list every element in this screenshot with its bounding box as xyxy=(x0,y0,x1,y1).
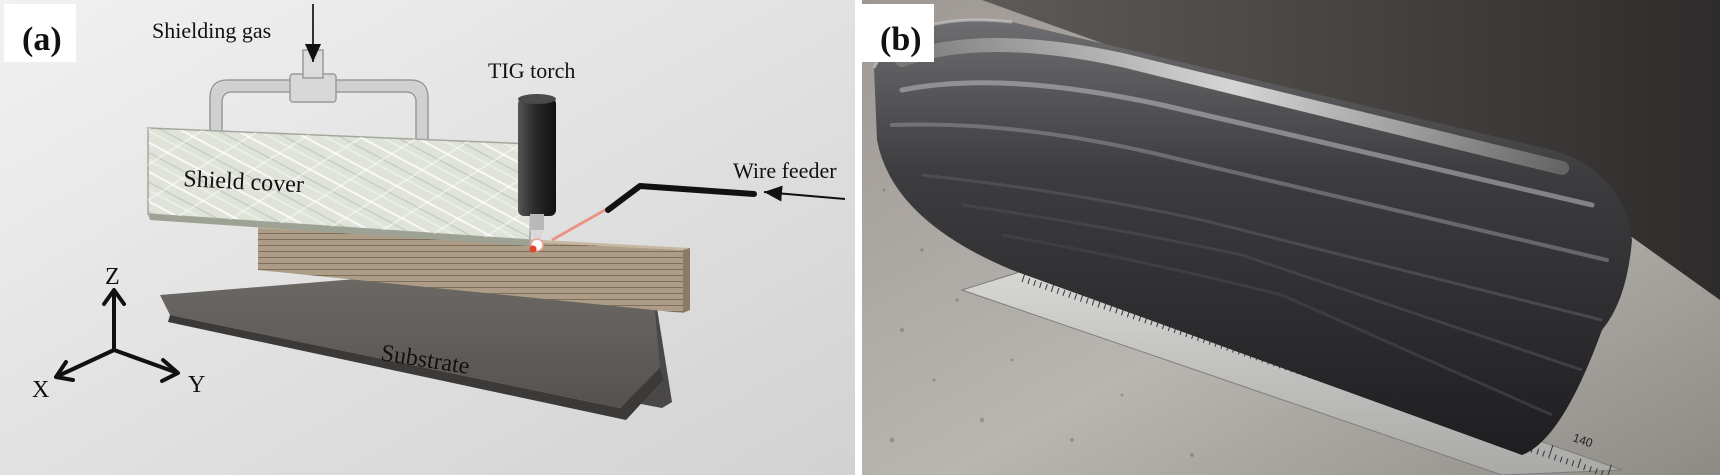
ruler-label: 140 xyxy=(1571,431,1595,451)
wire-feeder xyxy=(551,183,757,242)
panel-b-label-box xyxy=(862,4,934,62)
coordinate-axes xyxy=(54,288,180,383)
axis-label-y: Y xyxy=(188,372,205,398)
panel-a-label-box xyxy=(4,4,76,62)
shield-cover xyxy=(147,127,533,246)
photo-svg: 5060708090100110120130140 (b) xyxy=(862,0,1720,475)
panel-b-photo: 5060708090100110120130140 (b) xyxy=(862,0,1720,475)
panel-b-label: (b) xyxy=(880,21,922,58)
base-plate xyxy=(982,0,1720,300)
panel-a-schematic: (a) xyxy=(0,0,855,475)
tig-torch xyxy=(518,94,556,240)
label-wire-feeder: Wire feeder xyxy=(733,158,837,183)
panel-a-label: (a) xyxy=(22,21,62,58)
axis-label-z: Z xyxy=(105,264,120,290)
schematic-svg: (a) xyxy=(0,0,855,475)
label-shielding-gas: Shielding gas xyxy=(152,18,271,43)
label-shield-cover: Shield cover xyxy=(183,166,305,198)
melt-pool xyxy=(529,245,537,253)
wire-feed-arrow xyxy=(763,185,846,202)
axis-label-x: X xyxy=(32,377,49,403)
label-tig-torch: TIG torch xyxy=(488,58,575,83)
